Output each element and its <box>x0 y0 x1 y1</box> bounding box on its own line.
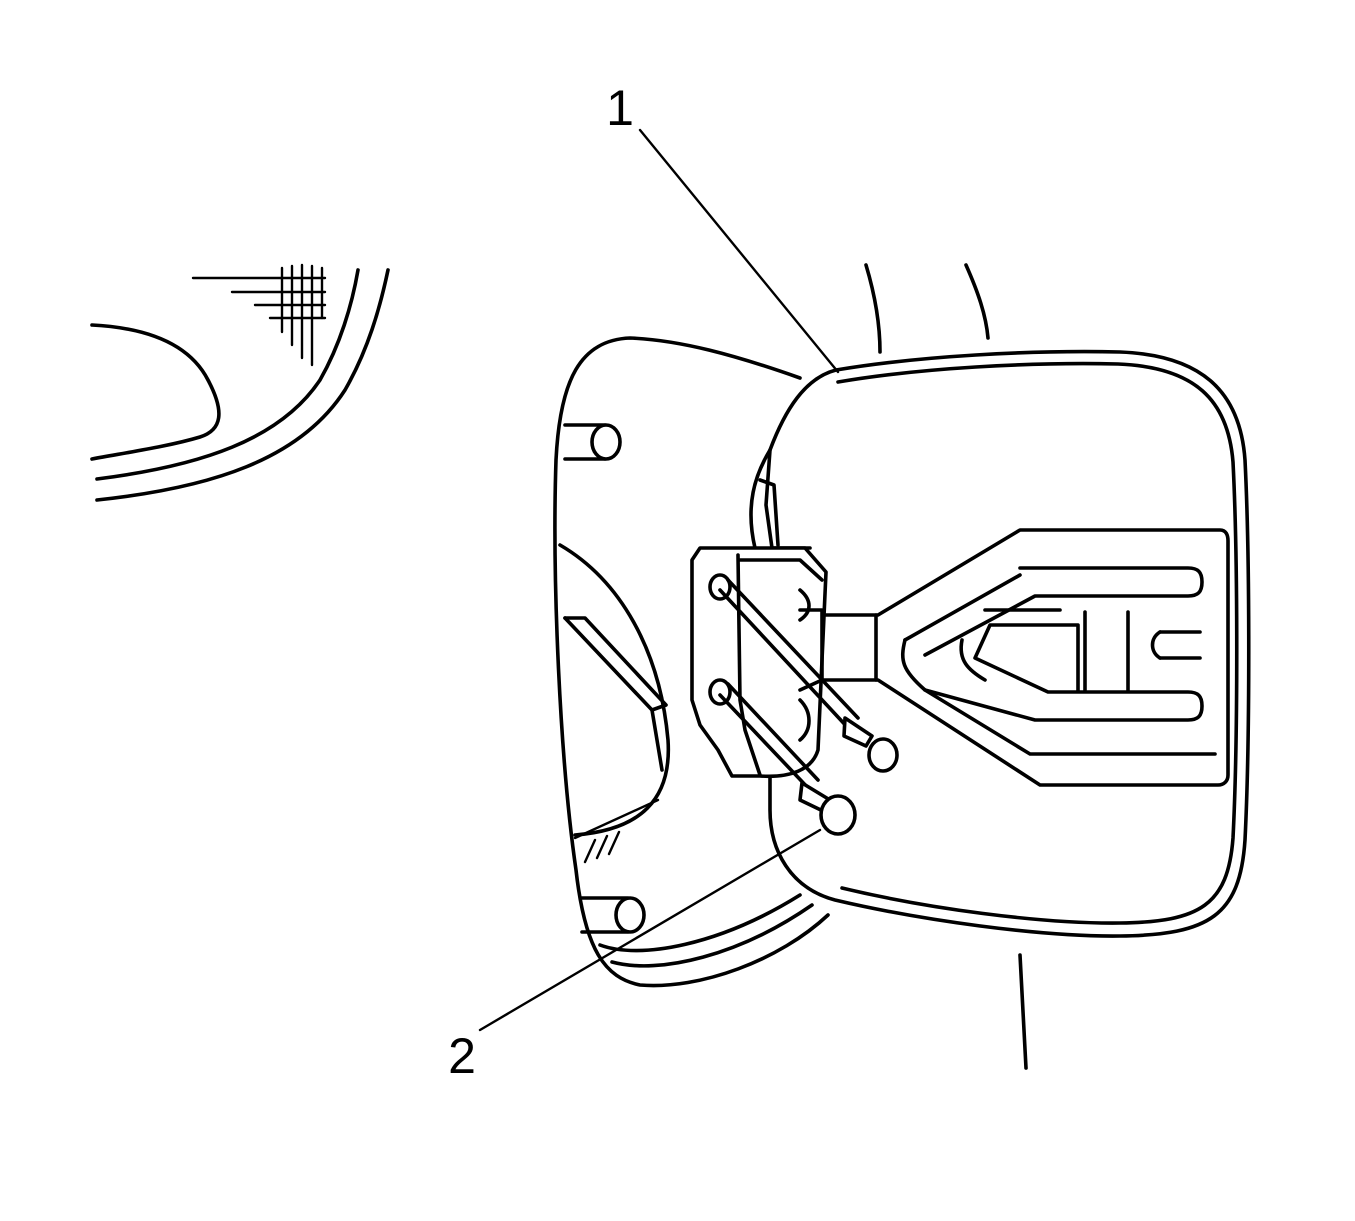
fuel-door <box>749 349 1251 938</box>
callout-1-leader <box>638 128 840 374</box>
body-panel-fragment <box>90 263 390 502</box>
quarter-panel-lines <box>864 263 1028 1070</box>
callout-2-leader <box>478 828 822 1032</box>
upper-bolt <box>718 578 899 773</box>
lower-bolt <box>718 682 857 836</box>
callout-1-label: 1 <box>606 80 634 136</box>
callout-2-label: 2 <box>448 1028 476 1084</box>
hinge-bracket <box>690 546 828 779</box>
